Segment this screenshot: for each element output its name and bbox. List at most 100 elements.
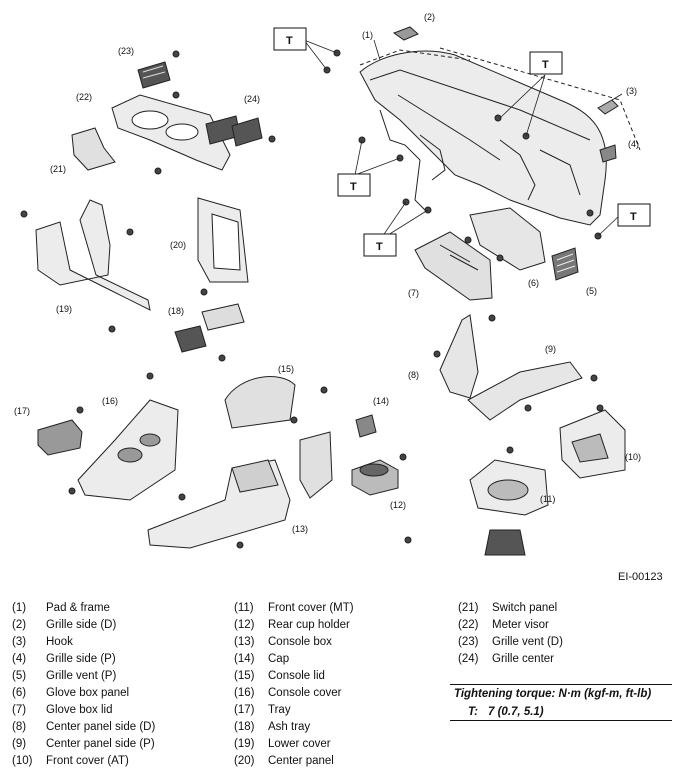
legend-item: (21)Switch panel — [458, 600, 563, 617]
torque-value-row: T: 7 (0.7, 5.1) — [450, 703, 672, 720]
legend-part-name: Grille side (P) — [46, 653, 116, 665]
legend-part-name: Grille vent (D) — [492, 636, 563, 648]
callout-8: (8) — [408, 370, 419, 380]
callout-9: (9) — [545, 344, 556, 354]
legend-number: (20) — [234, 755, 255, 767]
legend-part-name: Pad & frame — [46, 602, 110, 614]
legend-item: (23) Grille vent (D) — [458, 634, 563, 651]
torque-value: 7 (0.7, 5.1) — [488, 706, 544, 718]
callout-6: (6) — [528, 278, 539, 288]
legend-number: (15) — [234, 670, 255, 682]
legend-item: (1) Pad & frame — [12, 600, 155, 617]
legend-item: (13)Console box — [234, 634, 354, 651]
torque-title: Tightening torque: N·m (kgf-m, ft-lb) — [454, 688, 652, 700]
switch-panel-part — [71, 127, 116, 171]
legend-part-name: Front cover (MT) — [268, 602, 354, 614]
glove-box-panel-part — [469, 207, 546, 271]
legend-item: (4) Grille side (P) — [12, 651, 155, 668]
rear-cup-holder-part — [351, 459, 399, 496]
legend-part-name: Center panel side (D) — [46, 721, 156, 733]
torque-tag-2: T — [542, 59, 549, 71]
legend-part-name: Glove box panel — [46, 687, 130, 699]
callout-23: (23) — [118, 46, 134, 56]
legend-number: (24) — [458, 653, 479, 665]
legend-number: (7) — [12, 704, 27, 716]
legend-number: (10) — [12, 755, 33, 767]
callout-5: (5) — [586, 286, 597, 296]
legend-number: (9) — [12, 738, 27, 750]
callout-13: (13) — [292, 524, 308, 534]
legend-number: (3) — [12, 636, 27, 648]
legend-number: (8) — [12, 721, 27, 733]
callout-7: (7) — [408, 288, 419, 298]
legend-item: (8) Center panel side (D) — [12, 719, 155, 736]
legend-column-1: (1)Pad & frame(2)Grille side (D)(3)Hook(… — [12, 600, 155, 770]
legend-number: (22) — [458, 619, 479, 631]
hook-part — [597, 93, 623, 115]
legend-number: (23) — [458, 636, 479, 648]
legend-item: (5)Grille vent (P) — [12, 668, 155, 685]
legend-item: (20)Center panel — [234, 753, 354, 770]
legend-part-name: Console box — [268, 636, 332, 648]
callout-21: (21) — [50, 164, 66, 174]
pad-and-frame-part — [359, 47, 641, 226]
legend-part-name: Grille vent (P) — [46, 670, 117, 682]
legend-part-name: Grille side (D) — [46, 619, 117, 631]
exploded-parts-diagram: (1) (2) (3) (4) (5) (6) (7) (8) (9) (10)… — [14, 12, 651, 556]
torque-tag-1: T — [286, 35, 293, 47]
callout-17: (17) — [14, 406, 30, 416]
callout-15: (15) — [278, 364, 294, 374]
center-panel-side-d-part — [439, 314, 479, 399]
legend-number: (11) — [234, 602, 254, 614]
legend-item: (14)Cap — [234, 651, 354, 668]
ash-tray-part — [174, 303, 245, 353]
callout-4: (4) — [628, 139, 639, 149]
center-panel-side-p-part — [467, 361, 583, 421]
legend-column-2: (11)Front cover (MT)(12)Rear cup holder(… — [234, 600, 354, 770]
legend-item: (11) Front cover (MT) — [234, 600, 354, 617]
legend-number: (4) — [12, 653, 27, 665]
legend-number: (1) — [12, 602, 27, 614]
callout-18: (18) — [168, 306, 184, 316]
legend-part-name: Console lid — [268, 670, 325, 682]
callout-19: (19) — [56, 304, 72, 314]
legend-item: (15) Console lid — [234, 668, 354, 685]
legend-number: (21) — [458, 602, 479, 614]
legend-item: (7) Glove box lid — [12, 702, 155, 719]
legend-number: (17) — [234, 704, 255, 716]
callout-22: (22) — [76, 92, 92, 102]
glove-box-lid-part — [414, 231, 493, 301]
cap-part — [355, 414, 377, 438]
callout-1: (1) — [362, 30, 373, 40]
legend-part-name: Glove box lid — [46, 704, 113, 716]
legend-item: (16)Console cover — [234, 685, 354, 702]
legend-column-3: (21)Switch panel(22)Meter visor (23) Grill… — [458, 600, 563, 668]
torque-tag-5: T — [376, 241, 383, 253]
grille-side-p-part — [599, 144, 617, 163]
legend-part-name: Lower cover — [268, 738, 331, 750]
legend-number: (6) — [12, 687, 27, 699]
torque-symbol: T: — [468, 706, 479, 718]
front-cover-mt-part — [469, 459, 549, 556]
legend-number: (12) — [234, 619, 255, 631]
legend-part-name: Ash tray — [268, 721, 311, 733]
callout-3: (3) — [626, 86, 637, 96]
legend-item: (3)Hook — [12, 634, 155, 651]
callout-14: (14) — [373, 396, 389, 406]
grille-center-part — [205, 115, 263, 147]
legend-number: (14) — [234, 653, 255, 665]
legend-number: (18) — [234, 721, 255, 733]
console-box-part — [147, 431, 333, 549]
legend-item: (12)Rear cup holder — [234, 617, 354, 634]
torque-tag-3: T — [350, 181, 357, 193]
legend-number: (19) — [234, 738, 255, 750]
figure-id: EI-00123 — [618, 571, 663, 583]
legend-number: (2) — [12, 619, 27, 631]
grille-vent-p-part — [551, 247, 579, 281]
lower-cover-part — [35, 199, 151, 311]
callout-10: (10) — [625, 452, 641, 462]
legend-item: (22)Meter visor — [458, 617, 563, 634]
legend-part-name: Grille center — [492, 653, 554, 665]
legend-item: (17)Tray — [234, 702, 354, 719]
center-panel-part — [197, 197, 249, 283]
